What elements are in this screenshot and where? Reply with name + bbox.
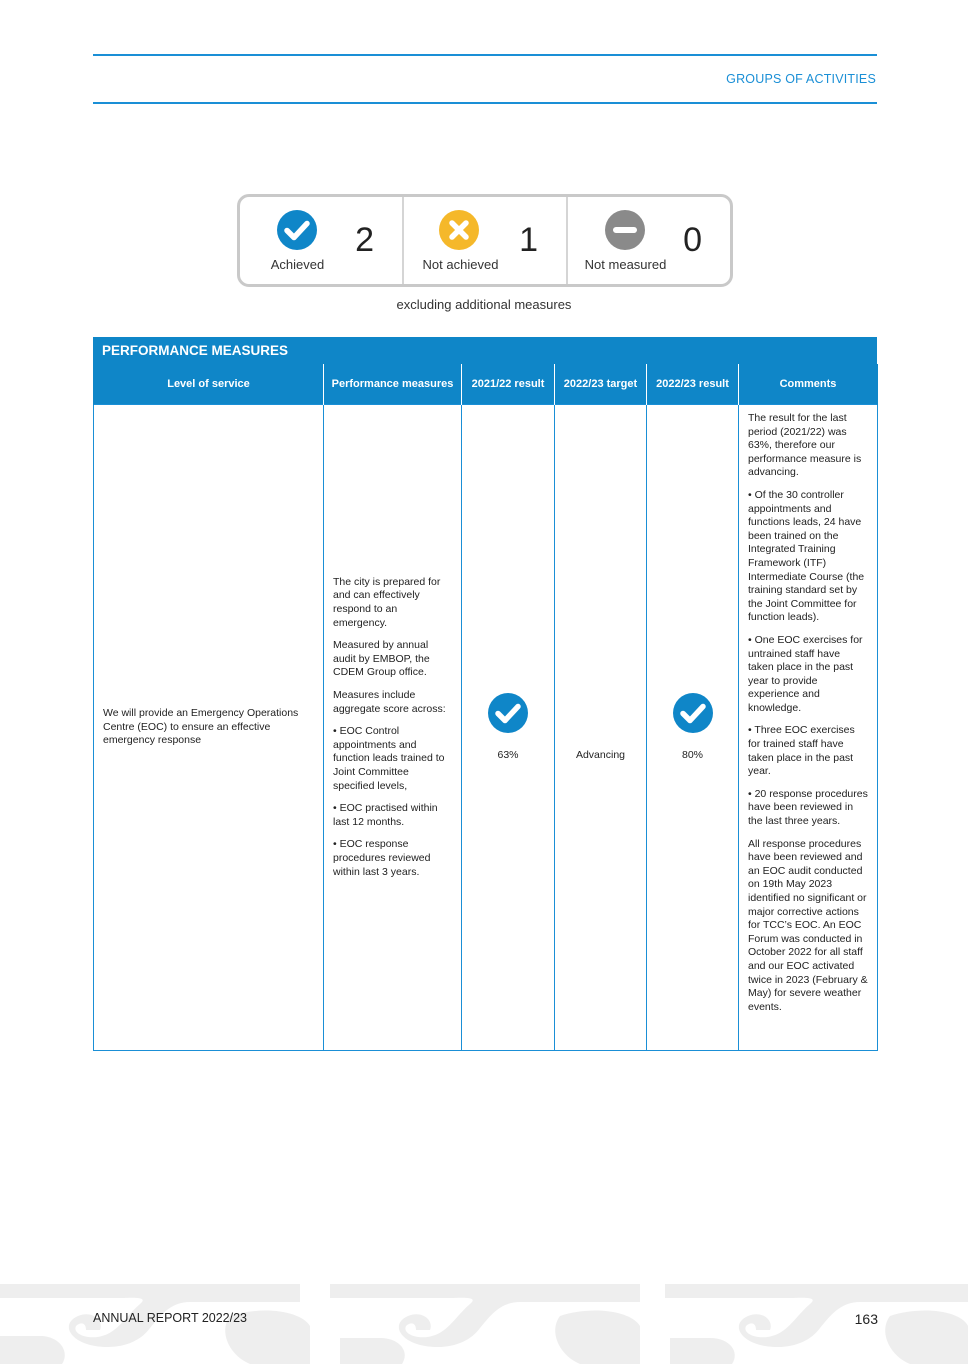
measure-text: • EOC response procedures reviewed withi…: [333, 838, 431, 878]
measure-text: Measures include aggregate score across:: [333, 689, 446, 715]
results-summary-box: 2 Achieved 1 Not achieved 0 Not measured: [237, 194, 733, 287]
col-performance-measures: Performance measures: [323, 364, 462, 405]
measure-text: The city is prepared for and can effecti…: [333, 575, 441, 629]
performance-measures-table: Level of service Performance measures 20…: [93, 364, 878, 1051]
not-measured-label: Not measured: [584, 257, 667, 272]
footer-pattern: [0, 1284, 968, 1364]
measure-text: • EOC Control appointments and function …: [333, 725, 445, 792]
summary-not-measured: 0 Not measured: [568, 197, 730, 284]
comments-cell: The result for the last period (2021/22)…: [738, 404, 878, 1051]
col-comments: Comments: [738, 364, 878, 405]
table-header-row: Level of service Performance measures 20…: [93, 364, 878, 405]
page-number: 163: [854, 1311, 878, 1327]
summary-note: excluding additional measures: [396, 297, 572, 312]
result-2022-23-cell: 80%: [646, 404, 739, 1051]
achieved-label: Achieved: [270, 257, 325, 272]
result-2021-22-value: 63%: [497, 749, 519, 762]
achieved-count: 2: [355, 221, 374, 259]
comment-text: • Of the 30 controller appointments and …: [748, 488, 865, 624]
level-of-service-cell: We will provide an Emergency Operations …: [93, 404, 324, 1051]
comment-text: • One EOC exercises for untrained staff …: [748, 633, 863, 714]
comment-text: • 20 response procedures have been revie…: [748, 787, 868, 828]
result-2021-22-cell: 63%: [461, 404, 555, 1051]
col-2021-22-result: 2021/22 result: [461, 364, 555, 405]
col-level-of-service: Level of service: [93, 364, 324, 405]
comment-text: • Three EOC exercises for trained staff …: [748, 724, 855, 778]
footer-report-title: ANNUAL REPORT 2022/23: [93, 1311, 248, 1325]
table-row: We will provide an Emergency Operations …: [93, 404, 878, 1051]
comment-text: All response procedures have been review…: [748, 837, 868, 1013]
measure-text: Measured by annual audit by EMBOP, the C…: [333, 639, 430, 679]
col-2022-23-result: 2022/23 result: [646, 364, 739, 405]
target-2022-23-value: Advancing: [575, 749, 626, 762]
col-2022-23-target: 2022/23 target: [554, 364, 647, 405]
section-title: GROUPS OF ACTIVITIES: [726, 72, 876, 86]
check-circle-icon: [488, 693, 528, 734]
not-achieved-count: 1: [519, 221, 538, 259]
comment-text: The result for the last period (2021/22)…: [748, 412, 862, 479]
result-2022-23-value: 80%: [681, 749, 703, 762]
measure-text: • EOC practised within last 12 months.: [333, 802, 438, 828]
not-achieved-label: Not achieved: [422, 257, 499, 272]
check-circle-icon: [672, 693, 713, 734]
cross-circle-icon: [439, 210, 479, 250]
header-rule: [93, 102, 877, 104]
top-rule: [93, 54, 877, 56]
performance-measures-cell: The city is prepared for and can effecti…: [323, 404, 462, 1051]
table-title: PERFORMANCE MEASURES: [93, 337, 877, 364]
summary-achieved: 2 Achieved: [240, 197, 404, 284]
target-2022-23-cell: Advancing: [554, 404, 647, 1051]
summary-not-achieved: 1 Not achieved: [404, 197, 568, 284]
not-measured-count: 0: [683, 221, 702, 259]
check-circle-icon: [277, 210, 317, 250]
minus-circle-icon: [605, 210, 645, 250]
